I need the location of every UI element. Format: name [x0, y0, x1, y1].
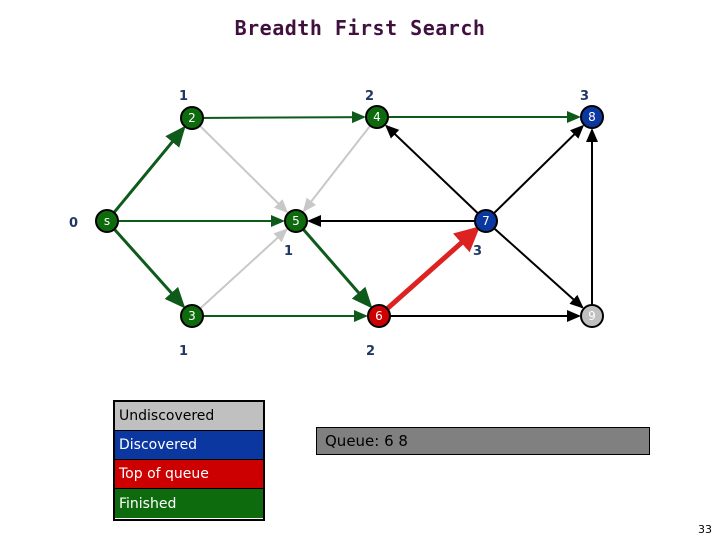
- legend-row-finished: Finished: [115, 489, 263, 518]
- edge-layer: [107, 111, 598, 322]
- node-distance-label-3: 1: [179, 344, 188, 359]
- node-id-label: 6: [375, 309, 383, 323]
- graph-edge-6-7: [378, 226, 481, 317]
- node-circle: [367, 304, 391, 328]
- legend-row-label: Undiscovered: [119, 408, 215, 424]
- node-circle: [474, 209, 498, 233]
- node-circle: [180, 304, 204, 328]
- node-id-label: s: [104, 214, 110, 228]
- node-distance-label-4: 2: [365, 89, 374, 104]
- graph-edge-3-5: [192, 228, 288, 316]
- graph-edge-7-9: [486, 221, 584, 309]
- graph-node-9[interactable]: 9: [580, 304, 604, 328]
- graph-edge-s-2: [107, 125, 186, 221]
- graph-edge-2-5: [192, 118, 289, 214]
- graph-node-8[interactable]: 8: [580, 105, 604, 129]
- graph-edge-s-3: [107, 221, 186, 309]
- graph-node-7[interactable]: 7: [474, 209, 498, 233]
- graph-edge-2-4: [194, 111, 367, 124]
- graph-edge-7-4: [384, 124, 486, 221]
- node-layer: s 2 3 5 4 6 7 8 9: [95, 105, 604, 328]
- graph-edge-7-8: [486, 124, 585, 221]
- node-circle: [95, 209, 119, 233]
- node-distance-label-5: 1: [284, 244, 293, 259]
- node-circle: [365, 105, 389, 129]
- node-circle: [580, 304, 604, 328]
- page-title: Breadth First Search: [234, 16, 486, 40]
- node-id-label: 8: [588, 110, 596, 124]
- page-number: 33: [698, 523, 712, 536]
- graph-node-s[interactable]: s: [95, 209, 119, 233]
- legend-row-label: Finished: [119, 495, 177, 512]
- queue-label: Queue: 6 8: [325, 432, 408, 450]
- legend-row-undiscovered: Undiscovered: [115, 402, 263, 431]
- graph-node-4[interactable]: 4: [365, 105, 389, 129]
- node-id-label: 2: [188, 111, 196, 125]
- legend-row-top-of-queue: Top of queue: [115, 460, 263, 489]
- graph-edge-5-6: [296, 221, 373, 309]
- legend-row-label: Discovered: [119, 437, 198, 453]
- graph-edge-4-5: [302, 118, 377, 213]
- node-circle: [180, 106, 204, 130]
- node-distance-label-2: 1: [179, 89, 188, 104]
- node-id-label: 4: [373, 110, 381, 124]
- graph-node-5[interactable]: 5: [284, 209, 308, 233]
- node-distance-label-6: 2: [366, 344, 375, 359]
- legend-row-discovered: Discovered: [115, 431, 263, 460]
- graph-node-3[interactable]: 3: [180, 304, 204, 328]
- node-id-label: 5: [292, 214, 300, 228]
- graph-node-6[interactable]: 6: [367, 304, 391, 328]
- node-id-label: 9: [588, 309, 596, 323]
- queue-status-box: Queue: 6 8: [316, 427, 650, 455]
- node-circle: [580, 105, 604, 129]
- node-distance-label-7: 3: [473, 244, 482, 259]
- node-distance-label-8: 3: [580, 89, 589, 104]
- node-id-label: 3: [188, 309, 196, 323]
- graph-node-2[interactable]: 2: [180, 106, 204, 130]
- node-id-label: 7: [482, 214, 490, 228]
- node-circle: [284, 209, 308, 233]
- node-distance-label-s: 0: [69, 216, 78, 231]
- legend-row-label: Top of queue: [119, 466, 209, 482]
